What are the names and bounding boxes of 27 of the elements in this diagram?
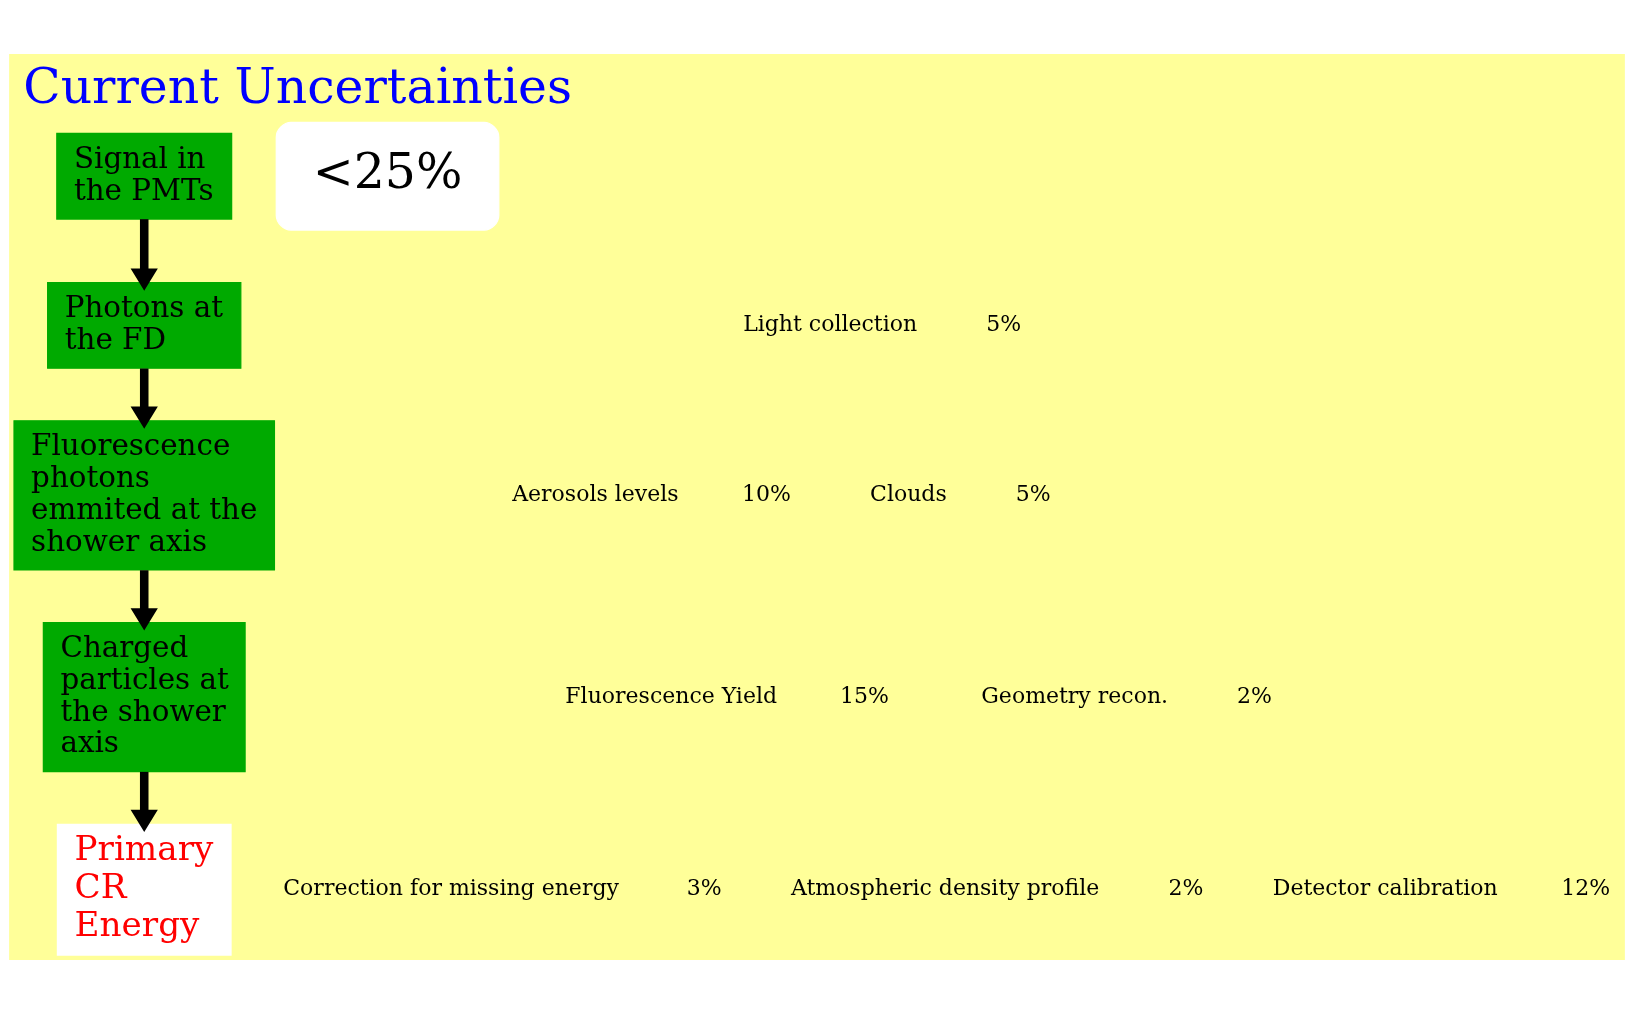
label: Light collection [742, 310, 917, 336]
label: Atmospheric density profile [790, 875, 1099, 901]
label: Correction for missing energy [282, 875, 619, 901]
arrow [130, 219, 158, 291]
node-box: Signal in the PMTs [55, 132, 232, 220]
label: 12% [1560, 875, 1610, 901]
arrow [130, 368, 158, 429]
label: 3% [686, 875, 722, 901]
label: Geometry recon. [980, 682, 1168, 708]
diagram-title: Current Uncertainties [22, 57, 572, 115]
label: Fluorescence Yield [564, 682, 777, 708]
label: 5% [1015, 480, 1051, 506]
label: Detector calibration [1272, 875, 1498, 901]
label: Clouds [869, 480, 947, 506]
label: 15% [839, 682, 889, 708]
label: 5% [985, 310, 1021, 336]
node-box: Fluorescence photons emmited at the shower axis [12, 420, 275, 571]
label: 2% [1236, 682, 1272, 708]
node-box: Photons at the FD [46, 282, 241, 369]
label: 2% [1167, 875, 1203, 901]
label: 10% [741, 480, 791, 506]
node-box: Primary CR Energy [56, 823, 232, 956]
arrow [130, 771, 158, 832]
arrow [130, 570, 158, 631]
node-box: Charged particles at the shower axis [42, 621, 246, 773]
label: Aerosols levels [511, 480, 679, 506]
node-box: <25% [275, 121, 499, 231]
